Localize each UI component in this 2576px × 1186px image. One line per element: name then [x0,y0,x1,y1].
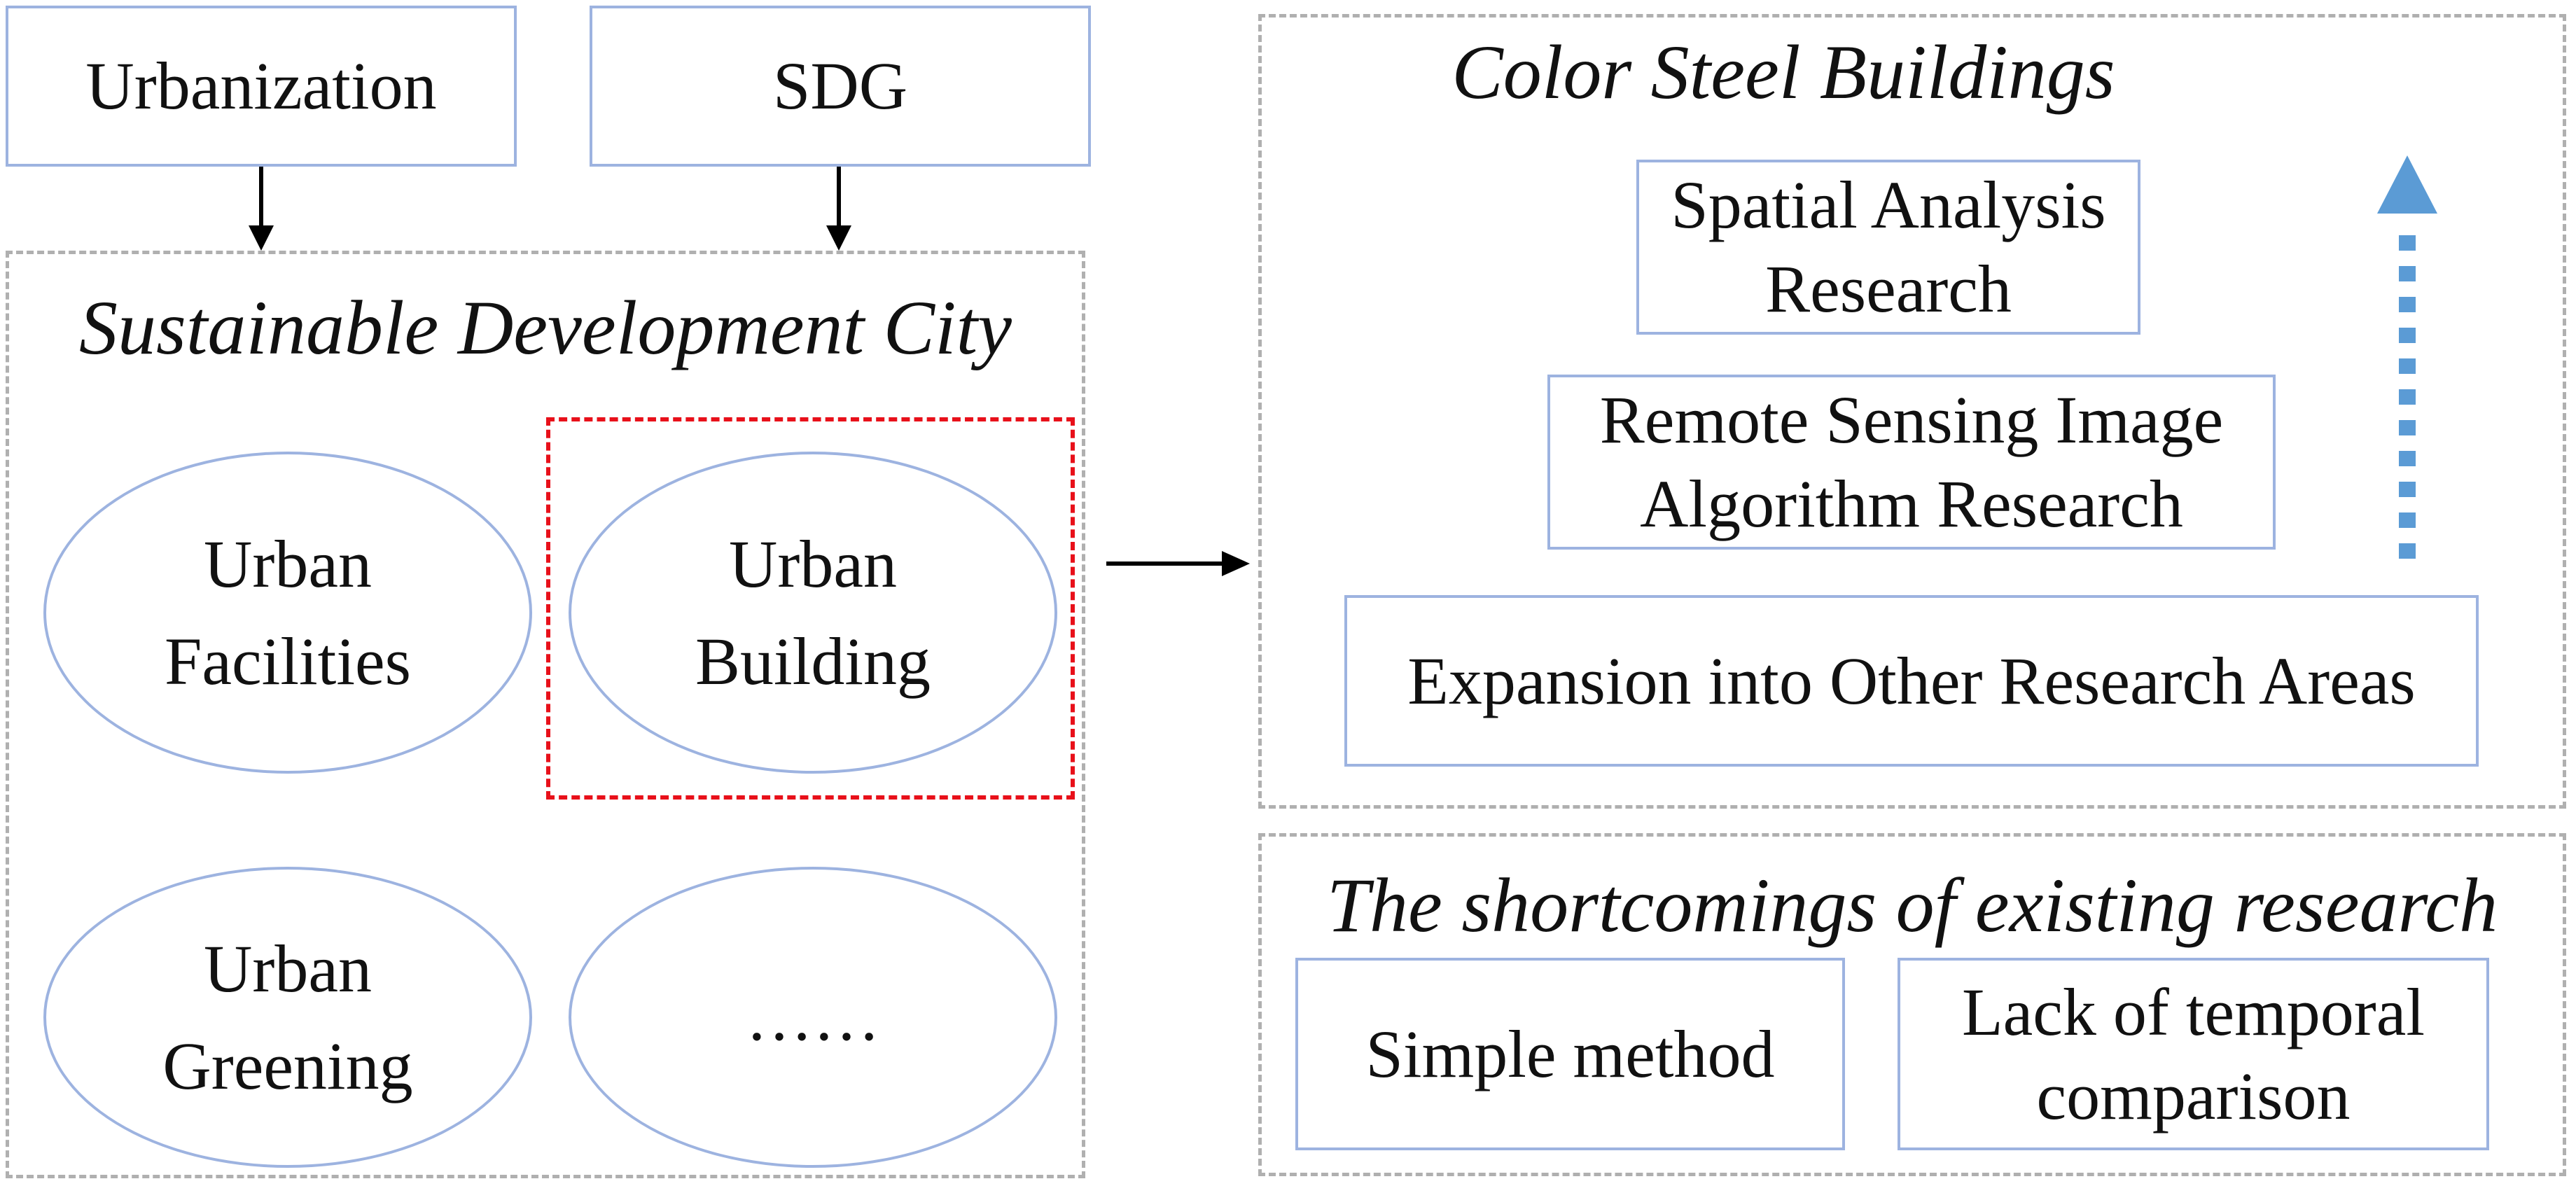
color-steel-panel [1258,14,2566,809]
sdg-label: SDG [772,48,908,123]
to-color-steel-arrow [1106,551,1250,576]
sdg-down-arrow [826,167,851,251]
simple-method-box: Simple method [1295,958,1845,1150]
remote-sensing-label: Remote Sensing Image Algorithm Research [1599,382,2224,541]
urbanization-label: Urbanization [85,48,437,123]
lack-temporal-label: Lack of temporal comparison [1961,974,2425,1133]
shortcomings-panel [1258,833,2566,1176]
expansion-label: Expansion into Other Research Areas [1407,643,2416,718]
sdg-box: SDG [590,6,1091,167]
urban-greening-ellipse: Urban Greening [43,867,532,1168]
more-label: …… [746,979,880,1055]
urban-facilities-ellipse: Urban Facilities [43,452,532,774]
color-steel-title: Color Steel Buildings [1451,29,2115,115]
urban-facilities-label: Urban Facilities [165,526,411,699]
sustainable-city-panel [6,251,1085,1178]
expansion-box: Expansion into Other Research Areas [1344,595,2479,767]
sustainable-city-title: Sustainable Development City [79,285,1012,370]
remote-sensing-box: Remote Sensing Image Algorithm Research [1547,375,2276,550]
more-ellipse: …… [569,867,1057,1168]
spatial-analysis-box: Spatial Analysis Research [1636,160,2140,335]
urbanization-box: Urbanization [6,6,517,167]
urban-building-ellipse: Urban Building [569,452,1057,774]
urbanization-down-arrow [249,167,274,251]
progress-up-arrow [2377,155,2437,559]
simple-method-label: Simple method [1365,1016,1775,1091]
urban-greening-label: Urban Greening [162,930,413,1103]
urban-building-label: Urban Building [695,526,931,699]
urban-building-highlight [546,417,1075,800]
shortcomings-title: The shortcomings of existing research [1326,863,2498,948]
spatial-analysis-label: Spatial Analysis Research [1671,167,2106,326]
lack-temporal-box: Lack of temporal comparison [1898,958,2489,1150]
